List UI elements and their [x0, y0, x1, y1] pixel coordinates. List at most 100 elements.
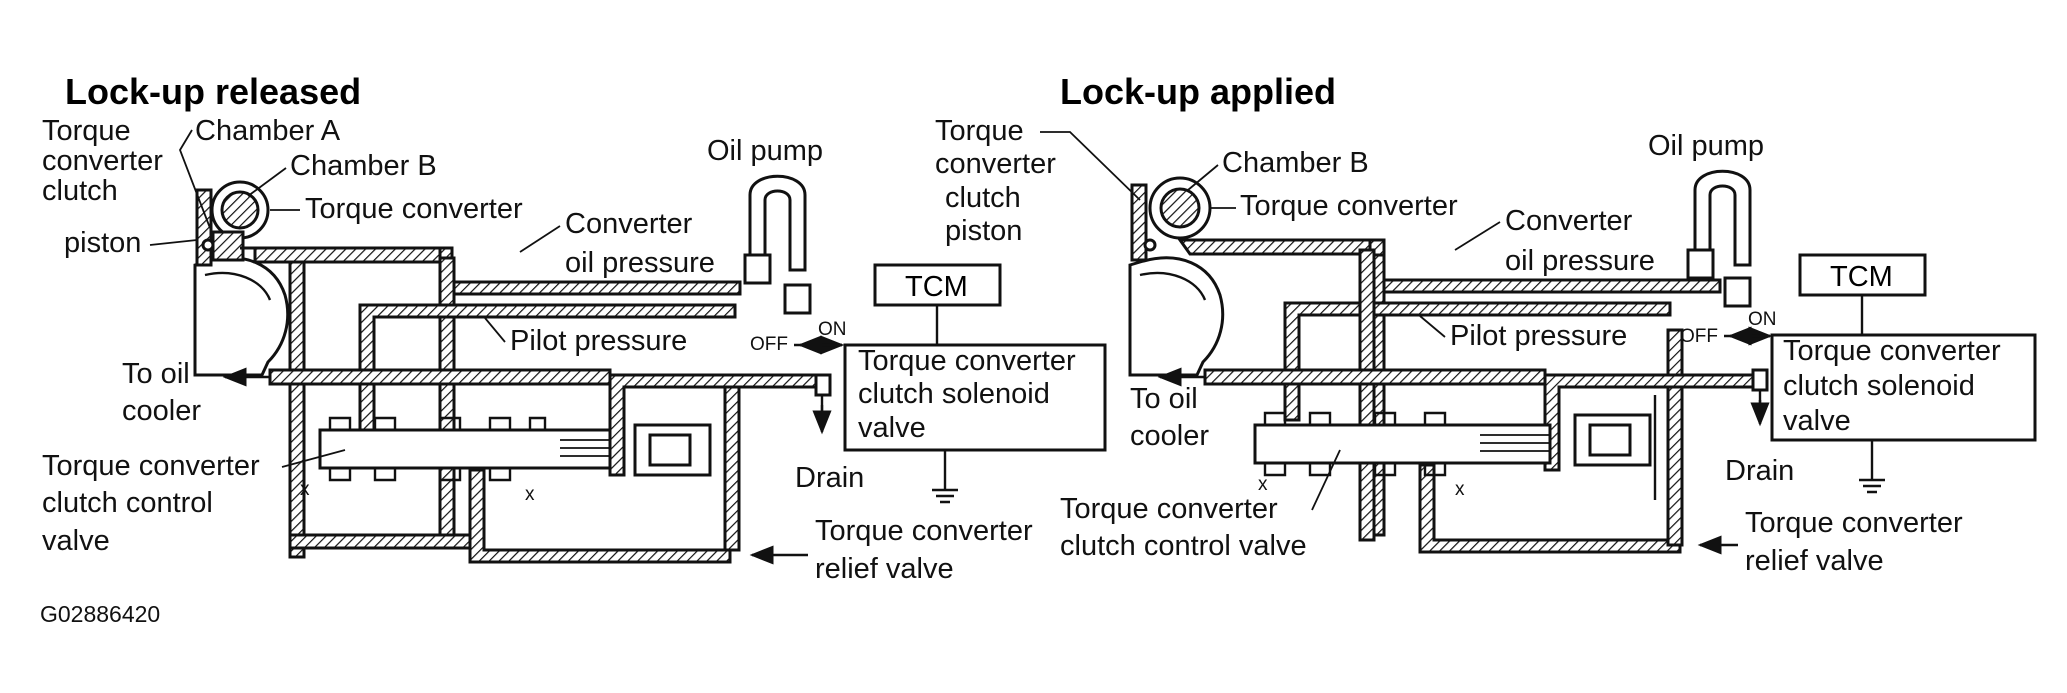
left-solenoid-label-2: clutch solenoid [858, 378, 1050, 410]
left-control-valve-label-2: clutch control [42, 487, 213, 519]
left-chamber-a-label: Chamber A [195, 115, 341, 147]
right-relief-label-2: relief valve [1745, 545, 1884, 577]
left-control-valve-leader [281, 449, 346, 468]
left-chamber-b-label: Chamber B [290, 150, 437, 182]
right-chamber-b-label: Chamber B [1222, 147, 1369, 179]
right-converter-oil-label-2: oil pressure [1505, 245, 1655, 277]
left-cooler-line [268, 368, 612, 386]
left-solenoid-port [814, 373, 832, 397]
left-relief-label-1: Torque converter [815, 515, 1033, 547]
right-panel: Lock-up applied [935, 71, 2037, 577]
right-relief-riser [1666, 328, 1684, 547]
left-tcm-label: TCM [905, 271, 968, 303]
left-converter-riser [438, 256, 456, 540]
left-oil-pump [743, 174, 812, 315]
left-tcc-label-4: piston [64, 227, 141, 259]
left-converter-top-line [240, 246, 442, 264]
left-relief-riser [723, 383, 741, 552]
left-chamber-b-leader [247, 167, 287, 197]
right-tcc-label-3: clutch [945, 182, 1021, 214]
left-solenoid-box [843, 343, 1107, 452]
left-torque-converter-assembly [193, 180, 290, 377]
left-lower-riser [288, 260, 306, 559]
left-oil-cooler-label-2: cooler [122, 395, 201, 427]
right-on-label: ON [1748, 309, 1777, 330]
right-x-mark-2: x [1455, 479, 1465, 500]
right-chamber-b-leader [1187, 164, 1219, 191]
right-oil-cooler-label-1: To oil [1130, 383, 1198, 415]
left-control-valve-label-1: Torque converter [42, 450, 260, 482]
right-tcc-piston-plate [1130, 183, 1148, 262]
right-cooler-line [1203, 368, 1547, 386]
right-oil-pump [1686, 169, 1752, 308]
right-tcc-label-4: piston [945, 215, 1022, 247]
left-tcc-leader [149, 239, 198, 246]
left-ground-icon [932, 488, 958, 504]
left-chamber-a-block [211, 230, 245, 262]
left-panel-title: Lock-up released [65, 71, 361, 112]
right-piston-pivot [1143, 238, 1157, 252]
right-solenoid-label-3: valve [1783, 405, 1851, 437]
right-tcc-leader [1040, 131, 1141, 201]
left-converter-oil-label-2: oil pressure [565, 247, 715, 279]
left-spool-upper-lands [328, 416, 547, 430]
right-relief-label-1: Torque converter [1745, 507, 1963, 539]
figure-code: G02886420 [40, 601, 160, 627]
right-spool-spring [1480, 434, 1550, 452]
right-solenoid-label-2: clutch solenoid [1783, 370, 1975, 402]
left-torque-converter-label: Torque converter [305, 193, 523, 225]
left-drain-label: Drain [795, 462, 864, 494]
right-converter-housing [1128, 256, 1225, 377]
right-control-valve-body [1253, 423, 1552, 465]
right-pilot-pressure-leader [1419, 315, 1446, 338]
left-pilot-pressure-line [358, 303, 737, 432]
left-oil-pump-label: Oil pump [707, 135, 823, 167]
left-x-mark-2: x [525, 484, 535, 505]
left-on-label: ON [818, 319, 847, 340]
right-torque-converter-label: Torque converter [1240, 190, 1458, 222]
left-off-label: OFF [750, 334, 788, 355]
right-oil-cooler-label-2: cooler [1130, 420, 1209, 452]
left-solenoid-plunger-core [648, 433, 692, 467]
right-converter-oil-leader [1454, 221, 1501, 251]
left-oil-cooler-label-1: To oil [122, 358, 190, 390]
right-converter-contour [1139, 271, 1207, 301]
right-solenoid-label-1: Torque converter [1783, 335, 2001, 367]
left-control-valve-body [318, 428, 612, 470]
left-x-mark-1: x [300, 479, 310, 500]
left-chamber-b-core [220, 190, 260, 230]
left-tcm-box [873, 263, 1002, 307]
right-spool-upper-lands [1263, 411, 1447, 425]
right-spool-lower-lands [1263, 463, 1447, 477]
left-relief-return-line [468, 468, 732, 564]
right-chamber-b-core [1159, 187, 1201, 229]
left-converter-oil-leader [519, 225, 561, 253]
left-solenoid-label-1: Torque converter [858, 345, 1076, 377]
left-panel: Lock-up released [42, 71, 1107, 585]
right-control-valve-label-1: Torque converter [1060, 493, 1278, 525]
left-tcc-label-1: Torque [42, 115, 131, 147]
right-control-valve-label-2: clutch control valve [1060, 530, 1307, 562]
left-converter-contour [204, 271, 272, 301]
right-drain-label: Drain [1725, 455, 1794, 487]
right-panel-title: Lock-up applied [1060, 71, 1336, 112]
right-ground-icon [1859, 478, 1885, 494]
right-tcc-label-2: converter [935, 148, 1056, 180]
left-relief-label-2: relief valve [815, 553, 954, 585]
right-torque-converter-assembly [1128, 176, 1225, 377]
left-pilot-pressure-leader [484, 317, 506, 343]
right-oil-pump-label: Oil pump [1648, 130, 1764, 162]
right-solenoid-box [1770, 333, 2037, 442]
left-chamber-a-leader [179, 129, 211, 229]
right-control-valve-leader [1311, 449, 1341, 511]
left-converter-oil-label-1: Converter [565, 208, 693, 240]
right-hydraulic-circuit: x x [1177, 169, 1770, 554]
right-converter-top-line [1177, 238, 1372, 256]
right-mid-riser [1358, 248, 1376, 542]
right-converter-oil-label-1: Converter [1505, 205, 1633, 237]
left-spool-spring [560, 439, 610, 457]
left-solenoid-label-3: valve [858, 412, 926, 444]
left-control-valve-label-3: valve [42, 525, 110, 557]
right-x-mark-1: x [1258, 474, 1268, 495]
